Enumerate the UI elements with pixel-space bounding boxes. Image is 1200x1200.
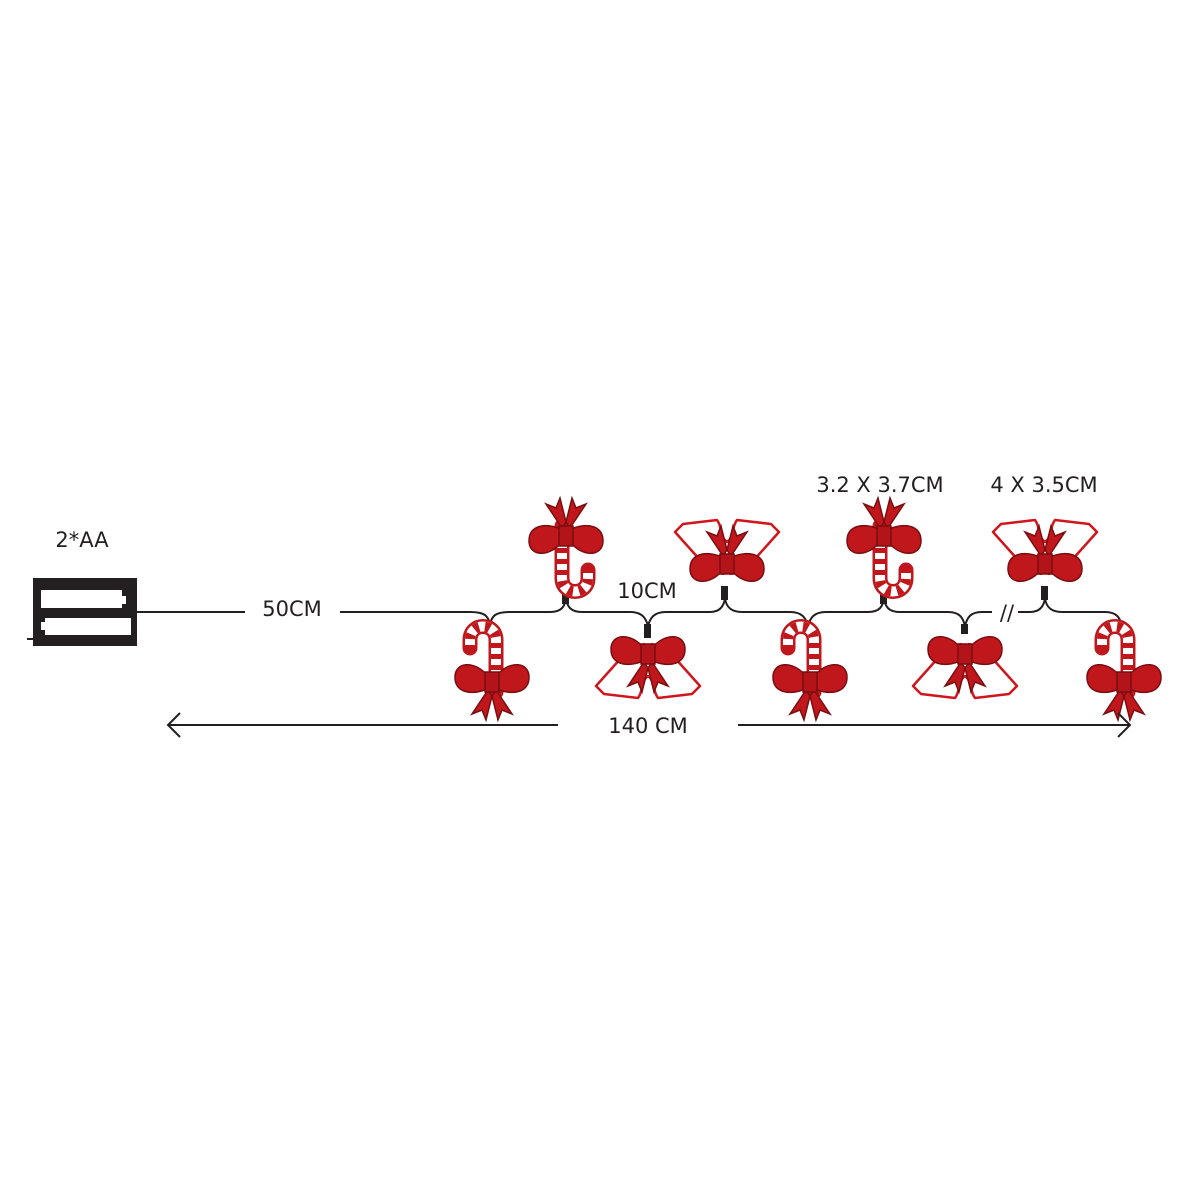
battery-box-icon [27,578,137,646]
total-length-arrow [166,712,1132,738]
spacing-label: 10CM [617,579,677,603]
candy-cane-ornament [529,498,603,592]
total-length-label: 140 CM [608,714,688,738]
lead-length-label: 50CM [262,597,322,621]
candy-cane-ornament [773,627,847,721]
bell-ornament [993,520,1097,581]
bell-ornament [675,520,779,581]
bell-ornament [596,637,700,698]
candy-cane-ornament [847,498,921,592]
break-mark: // [1000,601,1015,625]
candy-cane-ornament [1087,627,1161,721]
candy-cane-ornament [455,627,529,721]
bell-ornament [913,637,1017,698]
cane-size-label: 3.2 X 3.7CM [816,473,943,497]
bell-size-label: 4 X 3.5CM [990,473,1097,497]
battery-label: 2*AA [55,528,109,552]
wire [137,586,1123,638]
